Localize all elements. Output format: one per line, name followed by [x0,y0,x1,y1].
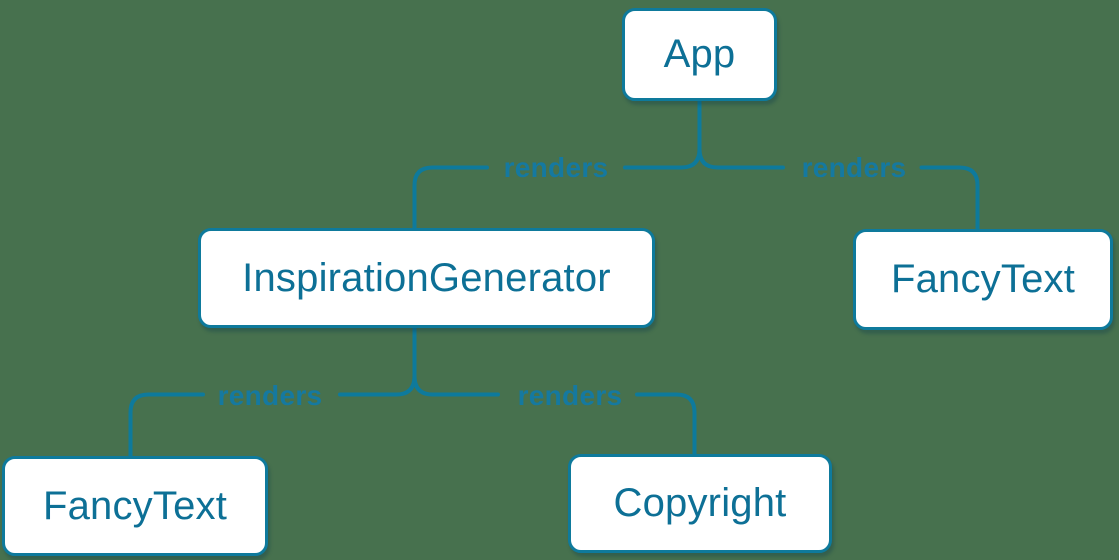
edge-label-renders: renders [217,380,323,411]
node-app: App [622,8,777,101]
node-fancy-text-bottom: FancyText [2,456,268,556]
edge-app-fancytext-seg1 [697,99,785,170]
edge-label-renders: renders [503,152,609,183]
node-inspiration-generator: InspirationGenerator [198,228,655,328]
edge-app-inspirationgenerator-seg1 [623,99,702,170]
edge-label-renders: renders [801,152,907,183]
edge-app-fancytext-seg2 [919,165,980,231]
edge-inspirationgenerator-copyright-seg2 [635,392,697,456]
edge-inspirationgenerator-fancytext-seg1 [338,326,417,397]
edge-app-inspirationgenerator-seg2 [412,165,489,230]
edge-inspirationgenerator-copyright-seg1 [412,326,500,397]
node-copyright: Copyright [568,454,832,553]
edge-label-renders: renders [517,380,623,411]
node-fancy-text-top: FancyText [853,229,1113,330]
edge-inspirationgenerator-fancytext-seg2 [128,392,205,458]
